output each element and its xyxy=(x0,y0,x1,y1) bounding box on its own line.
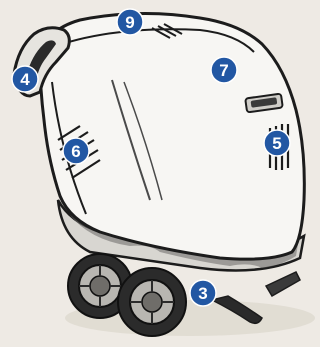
cover-curve-mid xyxy=(123,81,163,201)
top-vent xyxy=(151,23,183,39)
callout-top: 9 xyxy=(116,8,144,36)
callout-number: 4 xyxy=(20,70,30,89)
wheel-left xyxy=(67,253,133,319)
control-panel-screen xyxy=(250,97,278,108)
callout-number: 7 xyxy=(219,61,228,80)
callout-number: 3 xyxy=(198,284,207,303)
callout-number: 5 xyxy=(272,134,281,153)
callout-cover: 7 xyxy=(210,56,238,84)
callout-number: 6 xyxy=(71,142,80,161)
cover-curve-left xyxy=(111,79,151,201)
wheel-right xyxy=(117,267,187,337)
callout-number: 9 xyxy=(125,13,134,32)
callout-base: 3 xyxy=(189,279,217,307)
callout-left-vent: 6 xyxy=(62,137,90,165)
hose-outlet xyxy=(209,295,263,325)
cover-ridge xyxy=(61,28,255,53)
callout-right-vent: 5 xyxy=(263,129,291,157)
callout-handle: 4 xyxy=(11,65,39,93)
machine-housing xyxy=(38,11,306,261)
support-foot xyxy=(264,271,301,298)
